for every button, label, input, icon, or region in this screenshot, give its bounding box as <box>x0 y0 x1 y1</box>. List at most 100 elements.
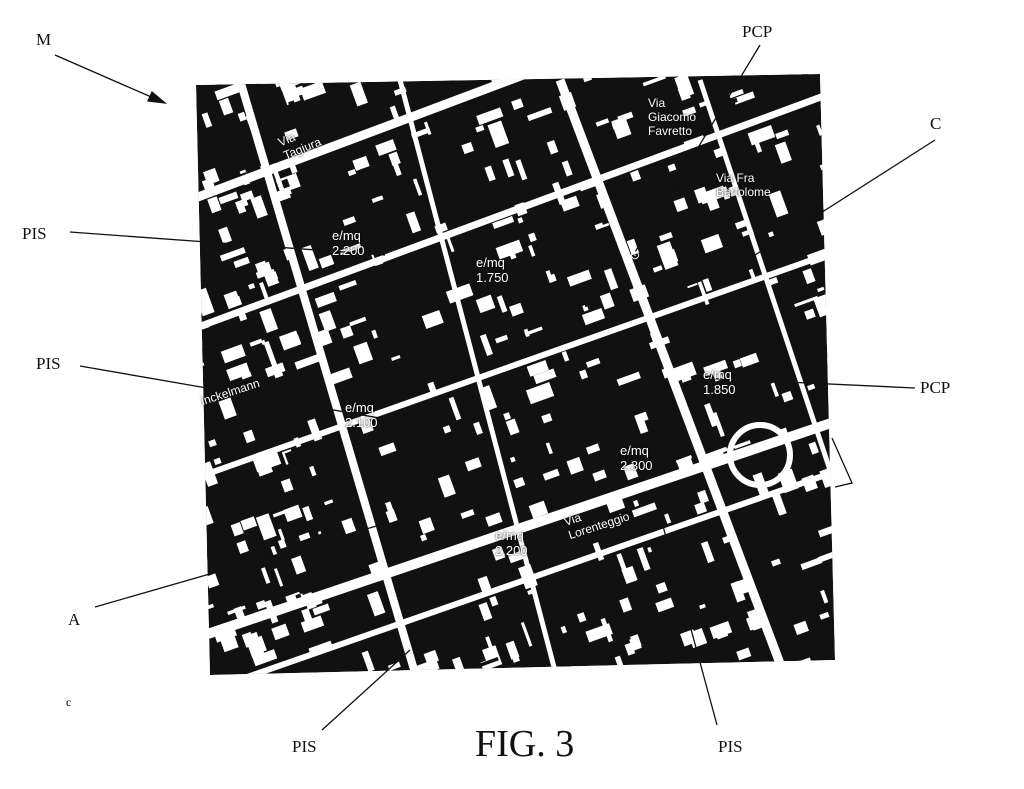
building-block <box>347 168 357 177</box>
building-block <box>820 589 829 604</box>
building-block <box>592 582 617 598</box>
building-block <box>349 316 367 327</box>
stray-mark: c <box>66 695 72 709</box>
building-block <box>208 439 217 448</box>
building-block <box>581 307 606 326</box>
building-block <box>489 595 499 607</box>
building-block <box>793 620 809 636</box>
building-block <box>524 326 543 336</box>
building-block <box>734 220 747 230</box>
building-block <box>218 226 233 244</box>
building-block <box>566 456 584 475</box>
building-block <box>281 189 292 197</box>
building-block <box>767 514 785 534</box>
building-block <box>747 125 776 146</box>
building-block <box>526 107 553 122</box>
building-block <box>505 418 520 436</box>
building-block <box>299 80 326 101</box>
building-block <box>541 413 553 424</box>
building-block <box>836 81 860 97</box>
building-block <box>633 499 640 507</box>
building-block <box>600 618 614 643</box>
building-block <box>484 165 496 182</box>
map-streets <box>196 74 835 675</box>
building-block <box>639 143 664 161</box>
building-block <box>207 196 222 214</box>
building-block <box>349 81 368 107</box>
building-block <box>520 621 533 647</box>
building-block <box>196 595 204 621</box>
building-block <box>667 163 677 172</box>
building-block <box>201 112 213 128</box>
price-label[interactable]: e/mq 1.750 <box>476 255 509 285</box>
building-block <box>815 351 830 361</box>
building-block <box>323 499 334 506</box>
building-block <box>748 560 756 566</box>
building-block <box>202 167 220 186</box>
figure-caption: FIG. 3 <box>475 723 575 765</box>
building-block <box>280 478 294 493</box>
building-block <box>364 285 374 298</box>
building-block <box>339 325 354 339</box>
price-label[interactable]: e/mq 2.100 <box>345 400 378 430</box>
building-block <box>816 124 824 136</box>
building-block <box>233 280 244 297</box>
building-block <box>694 501 708 515</box>
building-block <box>682 106 697 117</box>
building-block <box>652 265 663 273</box>
building-block <box>802 268 816 285</box>
building-block <box>697 151 713 163</box>
building-block <box>448 396 462 421</box>
building-block <box>464 457 482 472</box>
building-block <box>699 603 706 610</box>
building-block <box>403 259 430 278</box>
building-block <box>300 615 325 633</box>
building-block <box>704 402 718 428</box>
building-block <box>670 547 684 565</box>
building-block <box>196 377 197 390</box>
price-label[interactable]: e/mq 1.850 <box>703 367 736 397</box>
building-block <box>771 558 781 567</box>
building-block <box>353 341 374 365</box>
building-block <box>576 612 587 623</box>
building-block <box>230 522 244 537</box>
building-block <box>559 655 584 670</box>
building-block <box>754 140 763 153</box>
building-block <box>502 158 515 178</box>
building-block <box>255 599 267 610</box>
building-block <box>585 357 601 368</box>
building-block <box>492 216 515 230</box>
building-block <box>375 139 397 157</box>
ref-label-c: C <box>930 114 942 133</box>
building-block <box>561 350 570 362</box>
ref-label-pis: PIS <box>718 737 743 756</box>
building-block <box>295 417 307 427</box>
building-block <box>485 636 496 655</box>
building-block <box>710 364 724 382</box>
building-block <box>460 509 475 519</box>
building-block <box>542 468 560 481</box>
building-block <box>681 274 701 288</box>
building-block <box>260 567 271 584</box>
building-block <box>458 195 478 209</box>
building-block <box>261 339 266 345</box>
aerial-map[interactable] <box>183 0 860 696</box>
building-block <box>697 489 709 504</box>
price-label[interactable]: e/mq 2.300 <box>620 443 653 473</box>
building-block <box>275 625 289 637</box>
building-block <box>644 414 666 434</box>
building-block <box>768 190 789 218</box>
map-pin-icon[interactable]: ⊙ <box>630 248 641 262</box>
building-block <box>623 463 639 481</box>
price-label[interactable]: e/mq 2.200 <box>332 228 365 258</box>
price-label[interactable]: e/mq 2.200 <box>495 528 528 558</box>
building-block <box>439 639 449 651</box>
building-block <box>599 292 615 310</box>
building-block <box>475 125 485 133</box>
building-block <box>240 516 258 531</box>
building-block <box>487 120 510 149</box>
building-block <box>298 388 304 395</box>
building-block <box>655 597 675 613</box>
building-block <box>236 540 249 554</box>
ref-label-map: M <box>36 30 52 49</box>
